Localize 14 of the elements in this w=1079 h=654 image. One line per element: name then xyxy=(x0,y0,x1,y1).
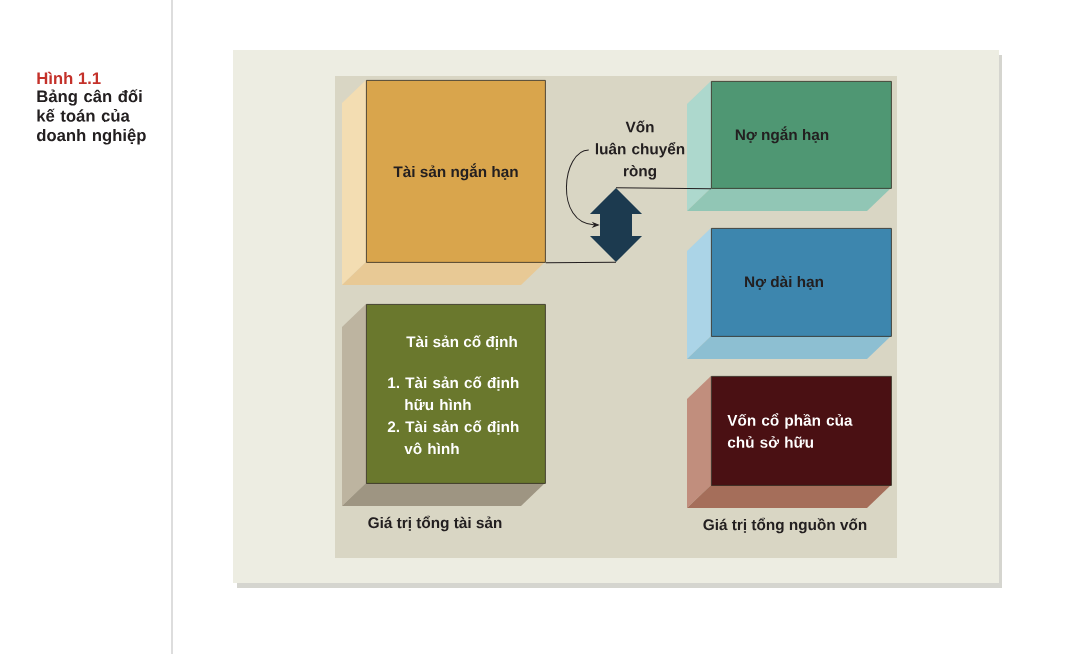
column-label: Giá trị tổng tài sản xyxy=(368,515,502,532)
double-arrow xyxy=(590,188,642,262)
caption: Bảng cân đối kế toán của doanh nghiệp xyxy=(36,89,146,145)
block: Nợ dài hạn xyxy=(687,228,892,359)
column-label: Giá trị tổng nguồn vốn xyxy=(703,517,867,534)
block: Nợ ngắn hạn xyxy=(687,81,892,211)
block: Vốn cổ phần của chủ sở hữu xyxy=(687,376,892,508)
connector-line xyxy=(615,187,712,190)
callout-text: Vốn luân chuyển ròng xyxy=(595,120,685,180)
connector-line xyxy=(545,261,617,264)
block: Tài sản cố định 1. Tài sản cố định hữu hình 2. Tài sản cố định vô hình xyxy=(342,304,546,506)
figure-number: Hình 1.1 xyxy=(37,71,101,84)
block: Tài sản ngắn hạn xyxy=(342,80,546,285)
leader-line xyxy=(565,149,599,228)
